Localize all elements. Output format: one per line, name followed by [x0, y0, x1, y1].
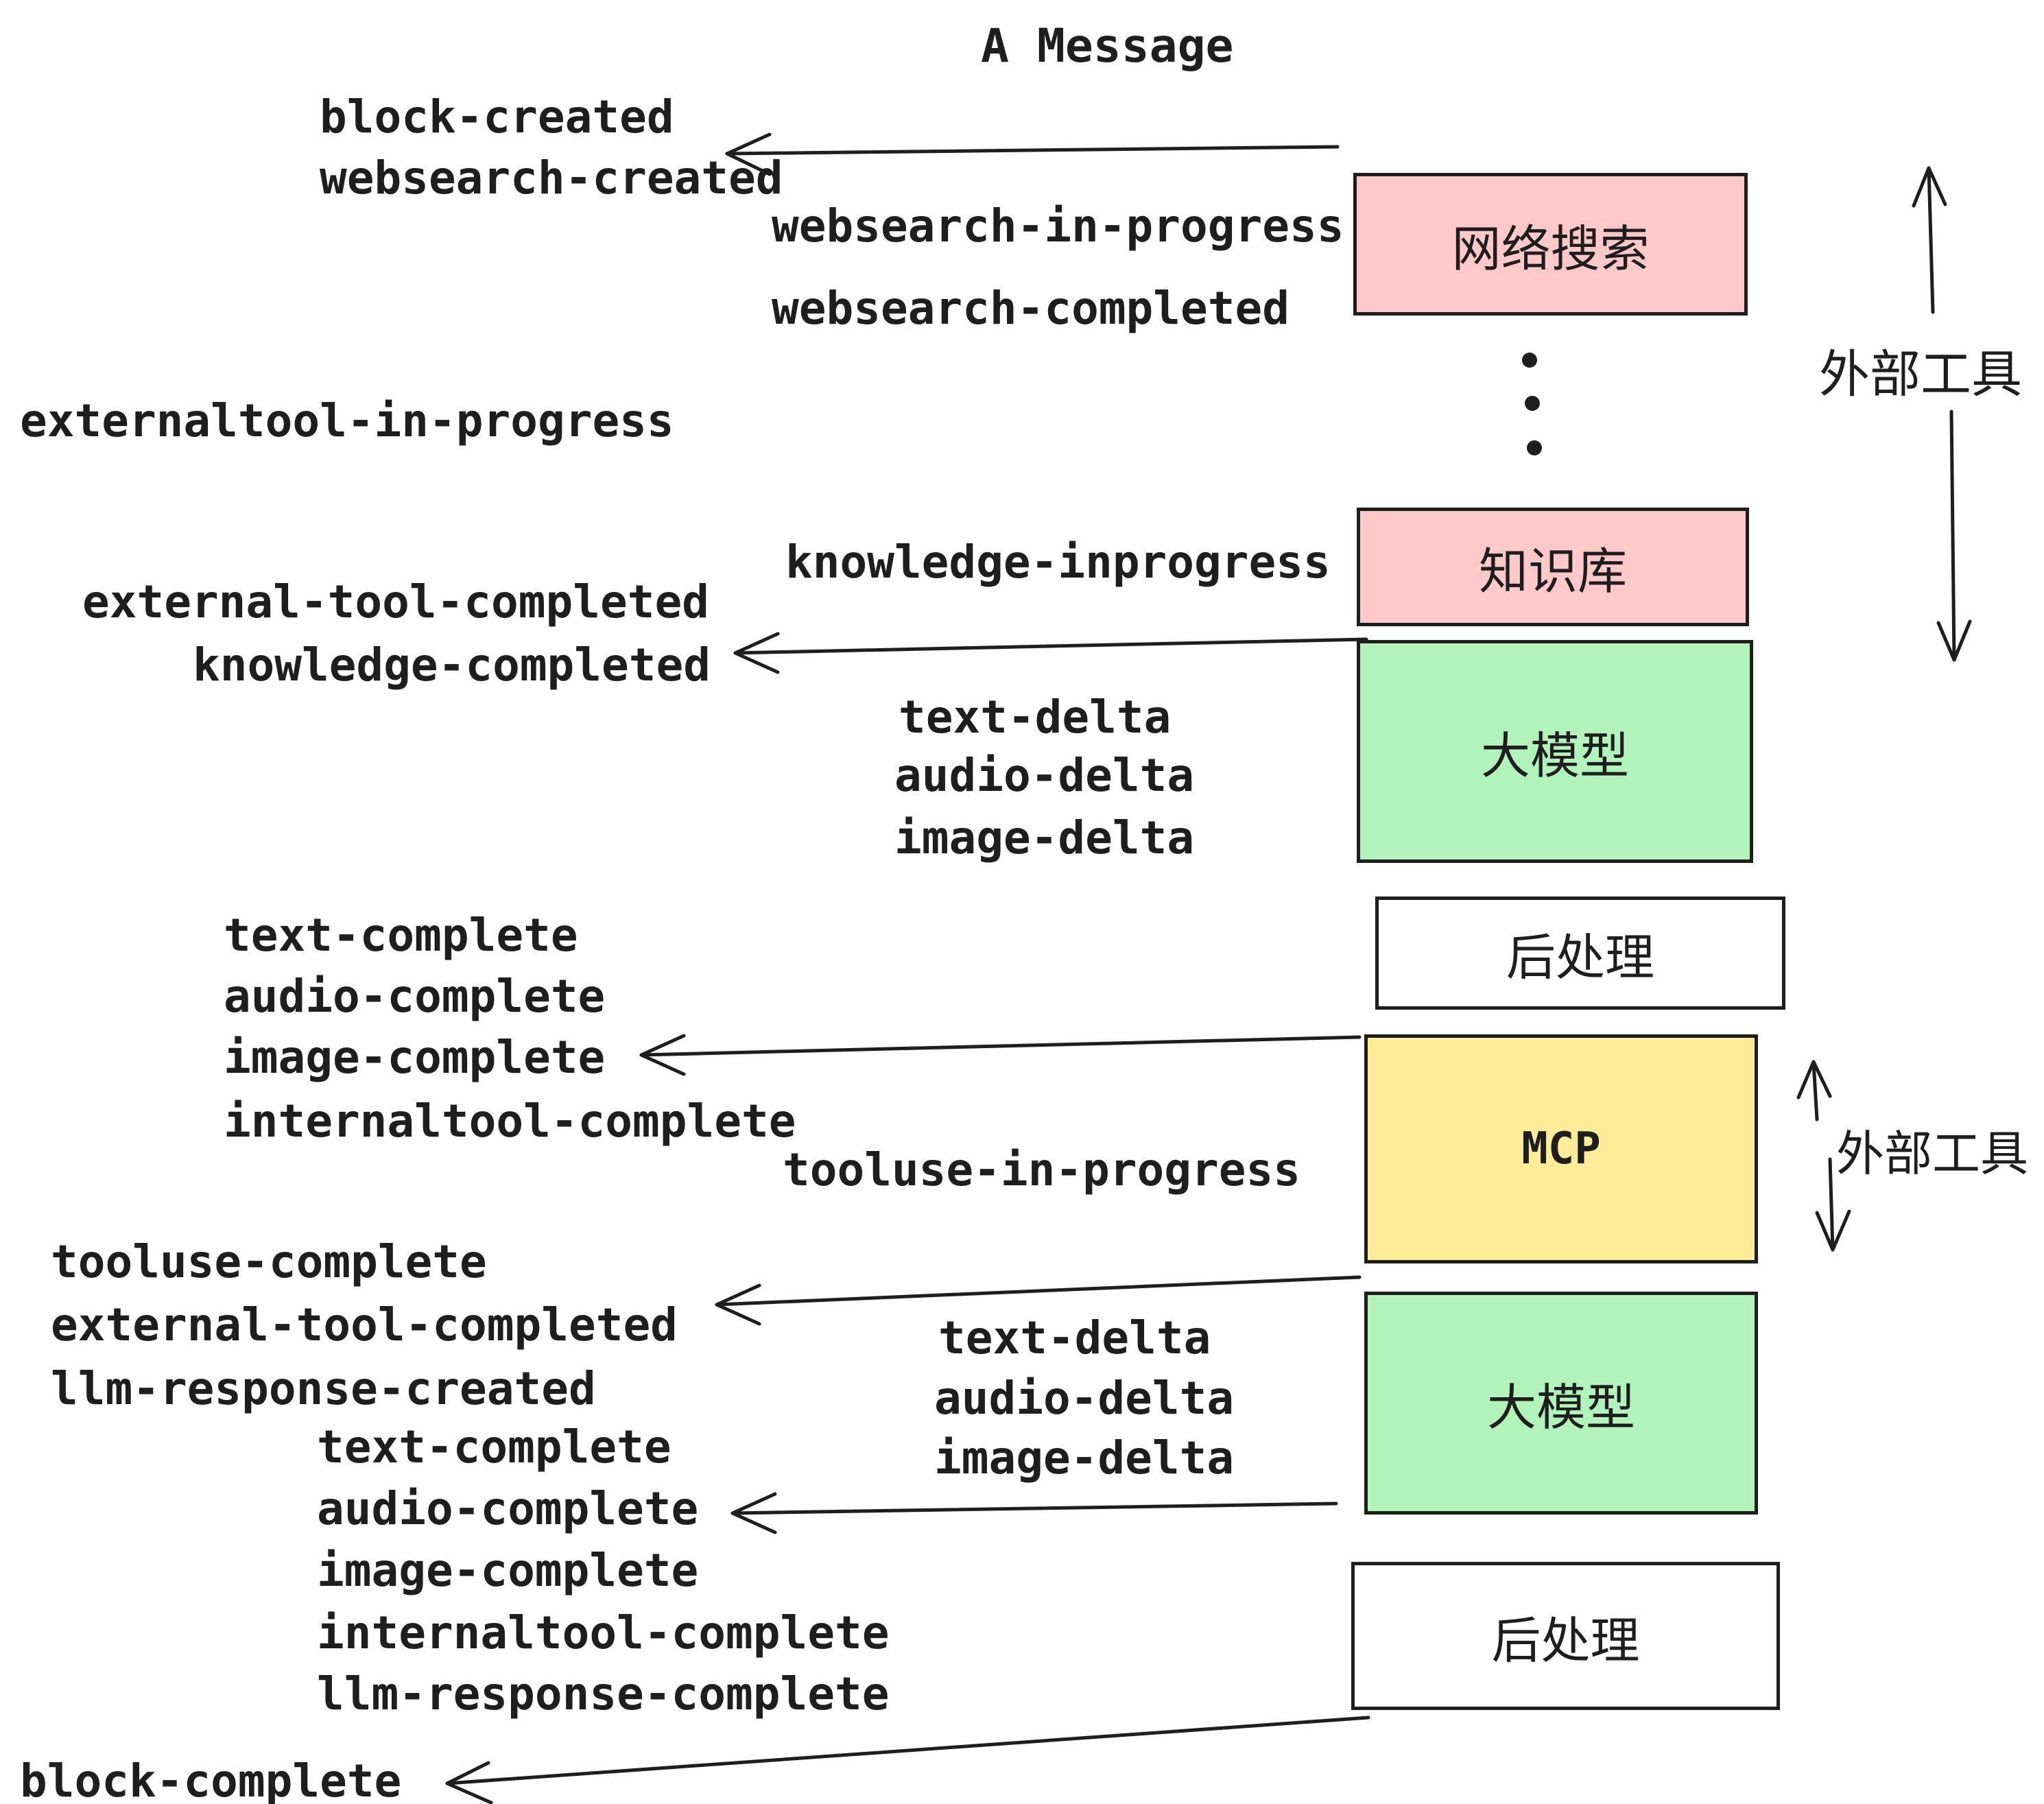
box-knowledge-label: 知识库: [1478, 545, 1627, 600]
event-audio-complete-1: audio-complete: [224, 970, 606, 1023]
event-text-complete-1: text-complete: [224, 909, 578, 962]
event-tooluse-complete: tooluse-complete: [51, 1235, 487, 1288]
box-postprocess-2: 后处理: [1351, 1562, 1780, 1710]
event-audio-delta-1: audio-delta: [894, 749, 1195, 802]
event-tooluse-in-progress: tooluse-in-progress: [783, 1143, 1300, 1196]
arrow-external-tool-up-1: [1912, 166, 1947, 314]
arrow-image-complete: [639, 1034, 1362, 1076]
event-text-delta-1: text-delta: [899, 691, 1172, 744]
arrow-block-created: [725, 132, 1340, 176]
event-knowledge-completed: knowledge-completed: [193, 639, 711, 691]
event-block-complete: block-complete: [20, 1755, 402, 1804]
box-llm-2-label: 大模型: [1486, 1381, 1635, 1436]
page-title: A Message: [981, 19, 1234, 73]
event-llm-response-complete: llm-response-complete: [317, 1667, 890, 1720]
event-websearch-created: websearch-created: [320, 152, 783, 204]
arrow-block-complete: [445, 1716, 1370, 1804]
event-block-created: block-created: [320, 91, 674, 143]
box-llm-1: 大模型: [1357, 640, 1753, 863]
event-internaltool-complete-2: internaltool-complete: [317, 1606, 890, 1659]
event-external-tool-completed-2: external-tool-completed: [51, 1298, 678, 1351]
box-knowledge: 知识库: [1357, 508, 1749, 626]
arrow-knowledge-completed: [733, 632, 1368, 674]
arrow-external-tool-up-2: [1796, 1060, 1832, 1121]
event-websearch-completed: websearch-completed: [772, 282, 1290, 335]
event-image-complete-1: image-complete: [224, 1031, 606, 1084]
side-label-external-tool-1: 外部工具: [1819, 346, 2022, 403]
event-text-delta-2: text-delta: [938, 1312, 1211, 1364]
arrow-external-tool-down-1: [1936, 410, 1972, 662]
side-label-external-tool-2: 外部工具: [1836, 1127, 2028, 1180]
box-postprocess-1-label: 后处理: [1506, 931, 1654, 986]
box-llm-2: 大模型: [1364, 1292, 1758, 1515]
event-text-complete-2: text-complete: [317, 1421, 672, 1473]
box-llm-1-label: 大模型: [1480, 729, 1629, 784]
event-external-tool-completed-1: external-tool-completed: [82, 575, 709, 628]
box-mcp-label: MCP: [1521, 1124, 1601, 1174]
event-image-delta-2: image-delta: [934, 1432, 1235, 1484]
box-postprocess-1: 后处理: [1375, 897, 1785, 1010]
event-audio-delta-2: audio-delta: [934, 1372, 1235, 1425]
event-internaltool-complete-1: internaltool-complete: [224, 1095, 796, 1148]
event-image-complete-2: image-complete: [317, 1544, 699, 1597]
event-llm-response-created: llm-response-created: [51, 1362, 596, 1415]
ellipsis-dots: [1522, 353, 1542, 455]
event-externaltool-in-progress: externaltool-in-progress: [20, 394, 674, 447]
box-websearch-label: 网络搜索: [1451, 222, 1650, 277]
arrow-audio-complete: [730, 1492, 1338, 1534]
box-postprocess-2-label: 后处理: [1491, 1613, 1640, 1669]
event-websearch-in-progress: websearch-in-progress: [772, 200, 1344, 252]
box-mcp: MCP: [1364, 1034, 1758, 1263]
event-image-delta-1: image-delta: [894, 811, 1195, 864]
event-knowledge-inprogress: knowledge-inprogress: [785, 536, 1331, 589]
event-audio-complete-2: audio-complete: [317, 1482, 699, 1535]
box-websearch: 网络搜索: [1353, 173, 1748, 316]
